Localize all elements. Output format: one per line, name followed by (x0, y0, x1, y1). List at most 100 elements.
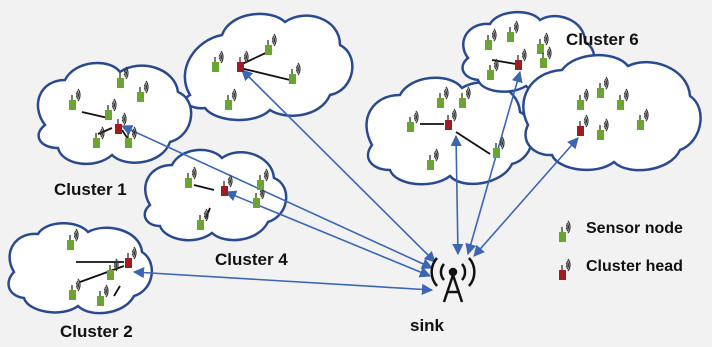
cluster-head-node-signal-wave (244, 52, 248, 62)
sensor-node-body (485, 40, 492, 50)
sensor-node-signal-wave (500, 138, 504, 148)
sensor-node (137, 80, 149, 102)
sensor-node-body (67, 240, 74, 250)
sensor-node-body (93, 138, 100, 148)
cluster-head-node-signal-wave (452, 110, 456, 120)
sensor-node-body (197, 220, 204, 230)
sensor-node-signal-wave (547, 48, 551, 58)
sensor-node-signal-wave (546, 50, 549, 56)
sensor-node-signal-wave (271, 37, 274, 43)
sensor-node-signal-wave (444, 88, 448, 98)
cluster-head-node-body (445, 120, 452, 130)
sensor-node-signal-wave (143, 84, 146, 90)
intra-link (455, 131, 491, 155)
sensor-node-body (289, 74, 296, 84)
cluster-head-node-body (515, 60, 522, 70)
legend-head-glyph-signal-wave (565, 262, 568, 268)
sensor-node (67, 228, 79, 250)
cluster-head-node-signal-wave (123, 112, 127, 126)
cluster-head-node-signal-wave (584, 116, 588, 126)
sensor-node-signal-wave (605, 118, 609, 132)
legend-sensor-glyph-signal-wave (567, 220, 571, 234)
sensor-node-signal-wave (643, 112, 646, 118)
antenna-mast (442, 274, 464, 303)
cluster-head-node-signal-wave (131, 250, 134, 256)
sensor-node-signal-wave (491, 32, 494, 38)
sensor-node-body (107, 270, 114, 280)
legend-head-glyph-signal-wave (566, 260, 570, 270)
sensor-node-signal-wave (219, 52, 223, 62)
legend-sensor-glyph-signal-wave (565, 224, 568, 230)
cluster-6-label: Cluster 6 (566, 30, 639, 49)
sensor-node-signal-wave (77, 278, 81, 292)
sensor-node-signal-wave (603, 80, 606, 86)
sensor-node (257, 168, 269, 190)
sensor-node (97, 284, 109, 306)
sensor-node (487, 58, 499, 80)
cluster-head-node-signal-wave (523, 48, 527, 62)
sensor-node (597, 118, 609, 140)
intra-link (113, 285, 121, 297)
antenna-wave (430, 257, 438, 287)
sensor-node (265, 33, 277, 55)
sensor-node-signal-wave (125, 66, 129, 80)
sensor-node-signal-wave (625, 88, 629, 102)
cluster-head-node-signal-wave (521, 52, 524, 58)
legend-cluster-head-label: Cluster head (586, 258, 683, 275)
sensor-node-body (617, 100, 624, 110)
sensor-node-signal-wave (499, 140, 502, 146)
sensor-node-signal-wave (273, 33, 277, 47)
cluster-head-node-signal-wave (121, 116, 124, 122)
sensor-node-signal-wave (604, 120, 608, 130)
legend-head-glyph (559, 258, 571, 280)
sensor-node-body (597, 130, 604, 140)
cloud-cluster-5 (365, 76, 534, 186)
link-cluster-7 (473, 137, 579, 257)
sensor-node-signal-wave (100, 128, 104, 138)
sensor-node-signal-wave (644, 110, 648, 120)
sensor-node-signal-wave (104, 286, 108, 296)
sensor-node (105, 98, 117, 120)
cluster-head-node-signal-wave (132, 248, 136, 258)
sensor-node-signal-wave (443, 90, 446, 96)
link-cluster-5 (450, 134, 464, 256)
sensor-node (117, 66, 129, 88)
intra-link (81, 111, 109, 119)
sensor-node-signal-wave (434, 150, 438, 160)
sensor-node-signal-wave (515, 20, 519, 34)
sensor-node-signal-wave (75, 228, 79, 242)
sensor-node (537, 32, 549, 54)
sensor-node-signal-wave (191, 170, 194, 176)
sensor-node-body (459, 98, 466, 108)
sensor-node (197, 208, 209, 230)
sensor-node-signal-wave (272, 35, 276, 45)
sensor-node-signal-wave (544, 34, 548, 44)
cluster-head-node-signal-wave (227, 178, 230, 184)
cloud-cluster-2 (7, 222, 154, 315)
sensor-node-signal-wave (112, 100, 116, 110)
legend-sensor-node-label: Sensor node (586, 220, 683, 237)
antenna-wave (460, 263, 467, 281)
sensor-node-signal-wave (493, 28, 497, 42)
sensor-node-signal-wave (73, 232, 76, 238)
sensor-node (289, 62, 301, 84)
legend-sensor-glyph-signal-wave (566, 222, 570, 232)
sensor-node-signal-wave (494, 60, 498, 70)
sensor-node (69, 278, 81, 300)
cluster-head-node-signal-wave (245, 50, 249, 64)
sensor-node-signal-wave (265, 168, 269, 182)
cluster-head-node-signal-wave (585, 114, 589, 128)
sensor-node-body (125, 138, 132, 148)
sensor-node (427, 148, 439, 170)
link-cluster-2 (132, 267, 434, 295)
sensor-node-signal-wave (584, 90, 588, 100)
cluster-head-node-body (577, 126, 584, 136)
sensor-node-body (257, 180, 264, 190)
sensor-node-body (407, 122, 414, 132)
sensor-node-signal-wave (75, 282, 78, 288)
sensor-node-body (105, 110, 112, 120)
sensor-node-signal-wave (220, 50, 224, 64)
sensor-node-signal-wave (231, 92, 234, 98)
sensor-node-signal-wave (467, 86, 471, 100)
